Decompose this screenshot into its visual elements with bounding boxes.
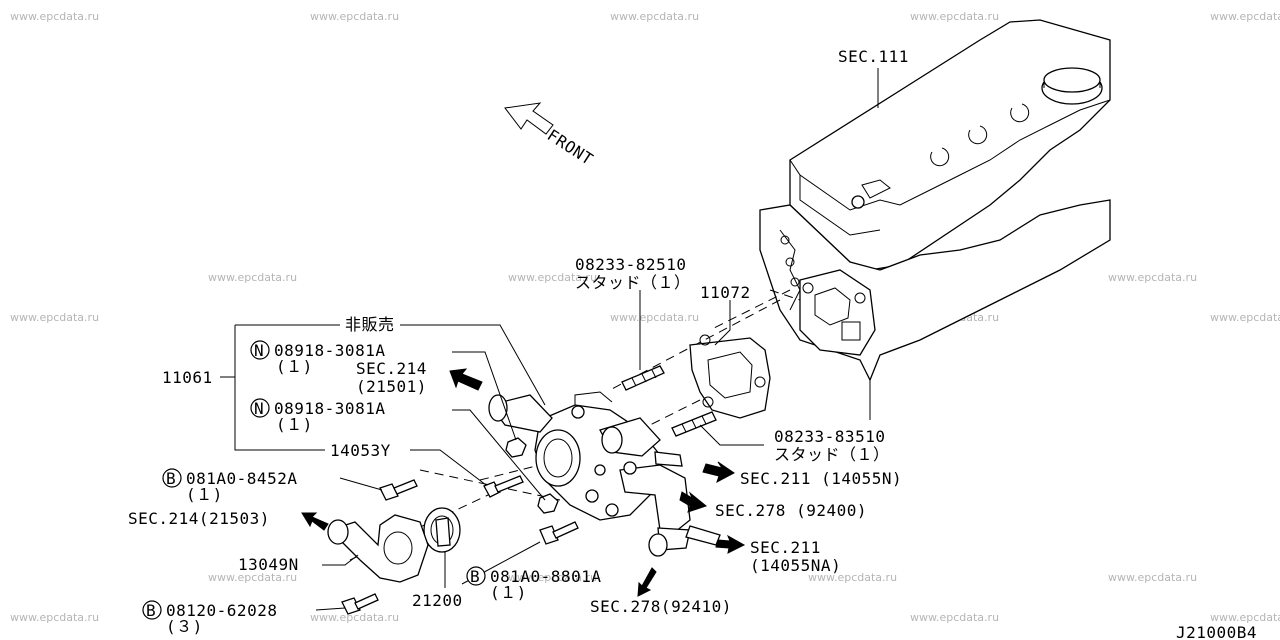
- sec214-upper-ref[interactable]: SEC.214: [356, 359, 427, 378]
- diagram-code: J21000B4: [1176, 623, 1257, 640]
- bolt3-part-number[interactable]: 08120-62028: [166, 601, 277, 620]
- sec111-label[interactable]: SEC.111: [838, 47, 909, 66]
- thermostat-part-number[interactable]: 21200: [412, 591, 463, 610]
- bolt1-symbol: B: [166, 469, 176, 488]
- nut2-quantity: (１): [276, 415, 313, 434]
- watermark: www.epcdata.ru: [10, 311, 99, 324]
- housing-part-number[interactable]: 11061: [162, 368, 213, 387]
- watermark: www.epcdata.ru: [10, 611, 99, 624]
- bolt1-part-number[interactable]: 081A0-8452A: [186, 469, 297, 488]
- watermark: www.epcdata.ru: [610, 10, 699, 23]
- arrow-icon: [637, 567, 657, 597]
- bolt2-symbol: B: [470, 567, 480, 586]
- water-inlet: [327, 514, 429, 583]
- stud-lower-label: スタッド（１）: [774, 445, 890, 464]
- arrow-icon: [715, 534, 746, 554]
- watermark: www.epcdata.ru: [1210, 611, 1280, 624]
- bolt-symbol-icon: [162, 468, 182, 488]
- flow-arrows: [301, 368, 746, 597]
- watermark: www.epcdata.ru: [610, 311, 699, 324]
- arrow-icon: [702, 461, 735, 484]
- watermark: www.epcdata.ru: [310, 10, 399, 23]
- watermark: www.epcdata.ru: [1108, 271, 1197, 284]
- not-for-sale-label: 非販売: [345, 315, 395, 334]
- gasket-part-number[interactable]: 11072: [700, 283, 751, 302]
- bolt1-quantity: (１): [186, 485, 223, 504]
- sec211-upper-ref[interactable]: SEC.211 (14055N): [740, 469, 902, 488]
- bolt2-quantity: (１): [490, 583, 527, 602]
- bolt-symbol-icon: [142, 600, 162, 620]
- watermark: www.epcdata.ru: [808, 571, 897, 584]
- stud-upper-part-number[interactable]: 08233-82510: [575, 255, 686, 274]
- sec278-upper-ref[interactable]: SEC.278 (92400): [715, 501, 867, 520]
- stud-upper: [621, 365, 665, 391]
- watermark: www.epcdata.ru: [208, 271, 297, 284]
- nut1-symbol: N: [254, 341, 264, 360]
- bolt3-quantity: (３): [166, 617, 203, 636]
- nut-symbol-icon: [250, 398, 270, 418]
- stud-upper-label: スタッド（１）: [575, 273, 691, 292]
- bolt-081a0-8452a: [379, 479, 418, 501]
- watermark: www.epcdata.ru: [208, 571, 297, 584]
- leader-lines: [220, 290, 764, 611]
- watermark: www.epcdata.ru: [508, 571, 597, 584]
- nut1-part-number[interactable]: 08918-3081A: [274, 341, 385, 360]
- arrow-icon: [449, 368, 483, 391]
- gasket-11072: [689, 334, 771, 419]
- inlet-part-number[interactable]: 13049N: [238, 555, 299, 574]
- bolt-part-number[interactable]: 14053Y: [330, 441, 391, 460]
- front-label: FRONT: [544, 125, 597, 169]
- nut-upper: [505, 437, 527, 458]
- nut2-symbol: N: [254, 399, 264, 418]
- watermark: www.epcdata.ru: [910, 611, 999, 624]
- sec214-upper-sub: (21501): [356, 377, 427, 396]
- sec278-lower-ref[interactable]: SEC.278(92410): [590, 597, 732, 616]
- engine-head-illustration: [759, 19, 1111, 420]
- nut1-quantity: (１): [276, 357, 313, 376]
- stud-lower: [671, 411, 717, 437]
- watermark: www.epcdata.ru: [1210, 311, 1280, 324]
- bolt-081a0-8801a: [539, 521, 579, 545]
- nut2-part-number[interactable]: 08918-3081A: [274, 399, 385, 418]
- arrow-icon: [301, 512, 329, 531]
- watermark: www.epcdata.ru: [1210, 10, 1280, 23]
- nut-lower: [537, 493, 559, 514]
- watermark: www.epcdata.ru: [910, 10, 999, 23]
- stud-lower-part-number[interactable]: 08233-83510: [774, 427, 885, 446]
- bolt-08120-62028: [341, 593, 379, 615]
- sec214-lower-ref[interactable]: SEC.214(21503): [128, 509, 270, 528]
- front-arrow-icon: [504, 102, 554, 135]
- bolt-symbol-icon: [466, 566, 486, 586]
- arrow-icon: [679, 491, 708, 513]
- sec211-lower-ref[interactable]: SEC.211: [750, 538, 821, 557]
- watermark: www.epcdata.ru: [508, 271, 597, 284]
- callout-labels: 08233-82510 スタッド（１） 11072 非販売 11061 N 08…: [128, 255, 1257, 640]
- bolt3-symbol: B: [146, 601, 156, 620]
- bolt-14053y: [483, 475, 524, 498]
- sec211-lower-sub: (14055NA): [750, 556, 841, 575]
- nut-symbol-icon: [250, 340, 270, 360]
- bolt2-part-number[interactable]: 081A0-8801A: [490, 567, 601, 586]
- front-indicator: FRONT: [504, 102, 597, 169]
- thermostat: [423, 507, 461, 553]
- watermark: www.epcdata.ru: [1108, 571, 1197, 584]
- watermark: www.epcdata.ru: [10, 10, 99, 23]
- water-outlet-housing: [488, 391, 721, 557]
- watermark: www.epcdata.ru: [310, 611, 399, 624]
